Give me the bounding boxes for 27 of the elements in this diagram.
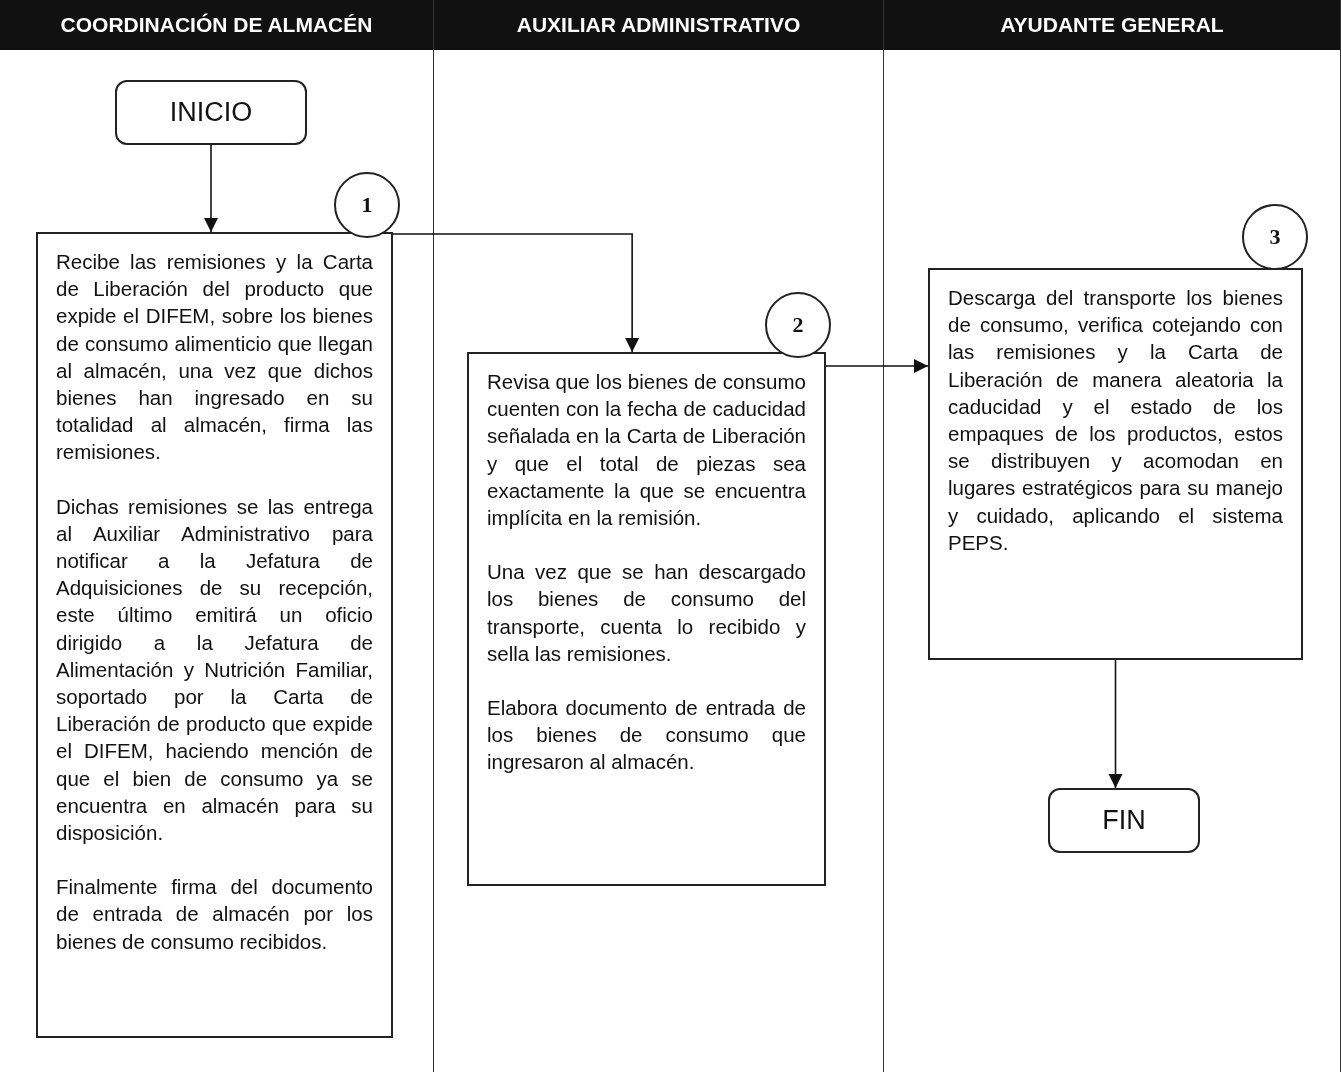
process-box <box>928 268 1303 660</box>
terminal-label: FIN <box>1102 805 1146 836</box>
step-number: 2 <box>792 312 804 338</box>
process-box <box>36 232 393 1038</box>
step-description: Descarga del transporte los bienes de consumo, verifica cotejando con las remisiones y la Carta de Liberación de manera aleatoria la caducidad y el estado de los empaques de los productos, estos se distribuyen y acomodan en lugares estratégicos para su manejo y cuidado, aplicando el sistema PEPS. <box>948 285 1283 556</box>
arrow <box>392 233 640 353</box>
step-description: Recibe las remisiones y la Carta de Liberación del producto que expide el DIFEM, sobre los bienes de consumo alimenticio que llegan al almacén, una vez que dichos bienes han ingresado en su totalidad al almacén, firma las remisiones. <box>56 249 373 466</box>
terminal-box <box>1048 788 1200 853</box>
lane-header: AYUDANTE GENERAL <box>884 0 1340 50</box>
step-number: 1 <box>361 192 373 218</box>
step-description: Una vez que se han descargado los bienes de consumo del transporte, cuenta lo recibido y sella las remisiones. <box>487 559 806 667</box>
lane-header: AUXILIAR ADMINISTRATIVO <box>434 0 883 50</box>
arrow <box>203 144 219 233</box>
arrow <box>1108 659 1123 789</box>
step-description: Elabora documento de entrada de los bienes de consumo que ingresaron al almacén. <box>487 695 806 776</box>
step-number: 3 <box>1269 224 1281 250</box>
swimlane <box>884 0 1341 1072</box>
step-description: Dichas remisiones se las entrega al Auxiliar Administrativo para notificar a la Jefatura de Adquisiciones de su recepción, este último emitirá un oficio dirigido a la Jefatura de Alimentación y Nutrición Familiar, soportado por la Carta de Liberación de producto que expide el DIFEM, haciendo mención de que el bien de consumo ya se encuentra en almacén para su disposición. <box>56 493 373 847</box>
lane-header: COORDINACIÓN DE ALMACÉN <box>0 0 433 50</box>
step-description: Finalmente firma del documento de entrada de almacén por los bienes de consumo recibidos. <box>56 874 373 955</box>
swimlane <box>0 0 434 1072</box>
arrow <box>825 358 929 374</box>
process-box <box>467 352 826 886</box>
terminal-label: INICIO <box>169 97 253 128</box>
terminal-box <box>115 80 307 145</box>
swimlane <box>434 0 884 1072</box>
step-description: Revisa que los bienes de consumo cuenten con la fecha de caducidad señalada en la Carta de Liberación y que el total de piezas sea exactamente la que se encuentra implícita en la remisión. <box>487 369 806 531</box>
